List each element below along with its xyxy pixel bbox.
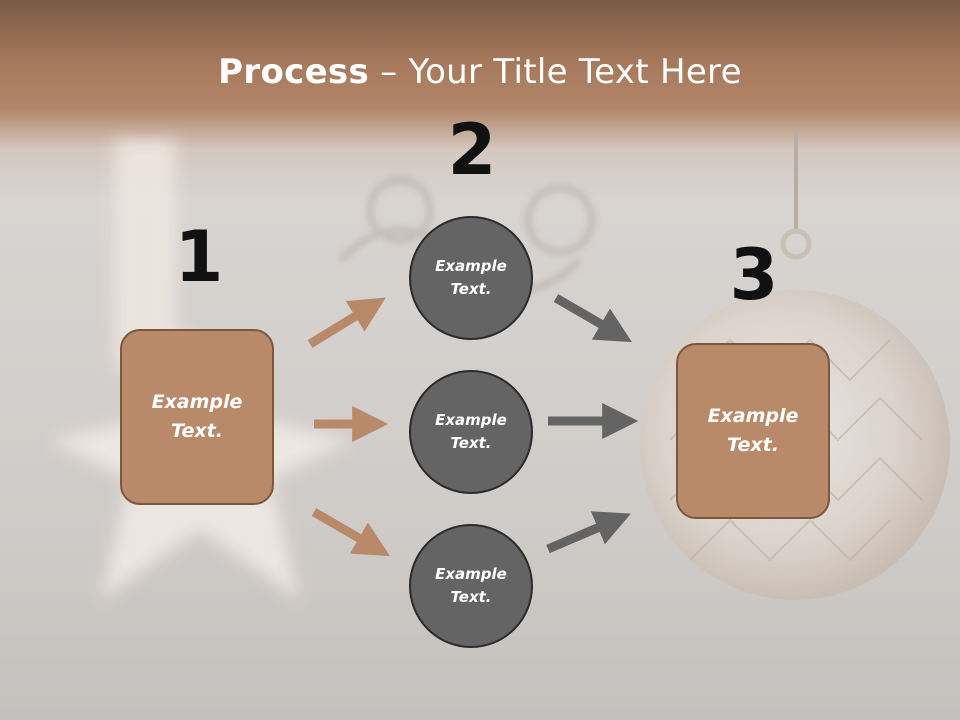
arrow-top-to-3 [553, 294, 633, 343]
title-bold: Process [218, 52, 370, 92]
arrow-1-to-top [307, 297, 386, 348]
title-rest: – Your Title Text Here [369, 52, 742, 92]
step-2-circle-middle: Example Text. [409, 370, 533, 494]
circle-bottom-text-line2: Text. [450, 588, 492, 606]
arrow-bottom-to-3 [546, 511, 631, 554]
step-2-circle-bottom: Example Text. [409, 524, 533, 648]
circle-bottom-text-line1: Example [435, 565, 507, 583]
step-1-text-line2: Text. [171, 420, 223, 442]
step-3-text-line1: Example [707, 405, 799, 427]
step-1-text-line1: Example [151, 391, 243, 413]
step-number-2: 2 [447, 109, 497, 191]
arrow-1-to-bottom [311, 508, 391, 557]
step-2-circle-top: Example Text. [409, 216, 533, 340]
circle-top-text-line2: Text. [450, 280, 492, 298]
step-number-1: 1 [174, 216, 224, 298]
step-3-text-line2: Text. [727, 434, 779, 456]
step-number-3: 3 [729, 234, 779, 316]
circle-middle-text-line2: Text. [450, 434, 492, 452]
circle-middle-text-line1: Example [435, 411, 507, 429]
circle-top-text-line1: Example [435, 257, 507, 275]
slide-title: Process – Your Title Text Here [0, 52, 960, 92]
step-1-box: Example Text. [120, 329, 274, 505]
step-3-box: Example Text. [676, 343, 830, 519]
